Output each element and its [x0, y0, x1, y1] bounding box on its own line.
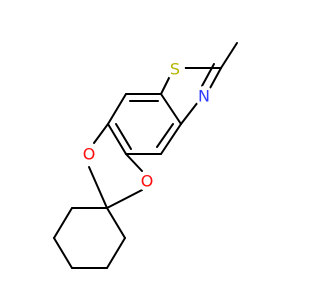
bond-methyl: [220, 42, 238, 69]
bond-o1-spiro: [88, 166, 108, 209]
bond-c7a-c3a: [160, 93, 182, 125]
bond-c6-c5-inner: [115, 123, 132, 150]
bond-c2-c3: [53, 237, 73, 269]
bond-c4-c3a: [160, 123, 182, 155]
nitrogen-atom: N: [194, 86, 214, 106]
structure-diagram: S N O O: [53, 42, 238, 269]
molecule-canvas: S N O O: [53, 42, 238, 269]
bond-c6-o1: [93, 123, 109, 144]
sulfur-atom: S: [165, 59, 185, 79]
bond-c2-n-a: [208, 67, 222, 91]
bond-s-c7a: [160, 75, 171, 95]
bond-c4-c3a-inner: [156, 123, 174, 148]
bond-c5-spiro: [106, 207, 126, 239]
bond-c4-c5: [106, 237, 126, 269]
bond-c1-c2: [53, 207, 73, 239]
svg-text:N: N: [198, 87, 210, 106]
atom-labels: S N O O: [79, 59, 214, 191]
bond-c7-c6: [107, 93, 127, 125]
svg-text:O: O: [141, 172, 154, 191]
bond-layer: [53, 42, 238, 269]
oxygen-atom-left: O: [79, 144, 99, 164]
bond-c5-o2: [125, 153, 143, 172]
bond-o2-spiro: [106, 189, 143, 209]
svg-text:O: O: [83, 145, 96, 164]
svg-text:S: S: [170, 60, 180, 79]
bond-c6-c5: [107, 123, 127, 155]
bond-n-c3a: [180, 101, 199, 125]
bond-c2-n-b: [201, 63, 215, 87]
oxygen-atom-right: O: [137, 171, 157, 191]
